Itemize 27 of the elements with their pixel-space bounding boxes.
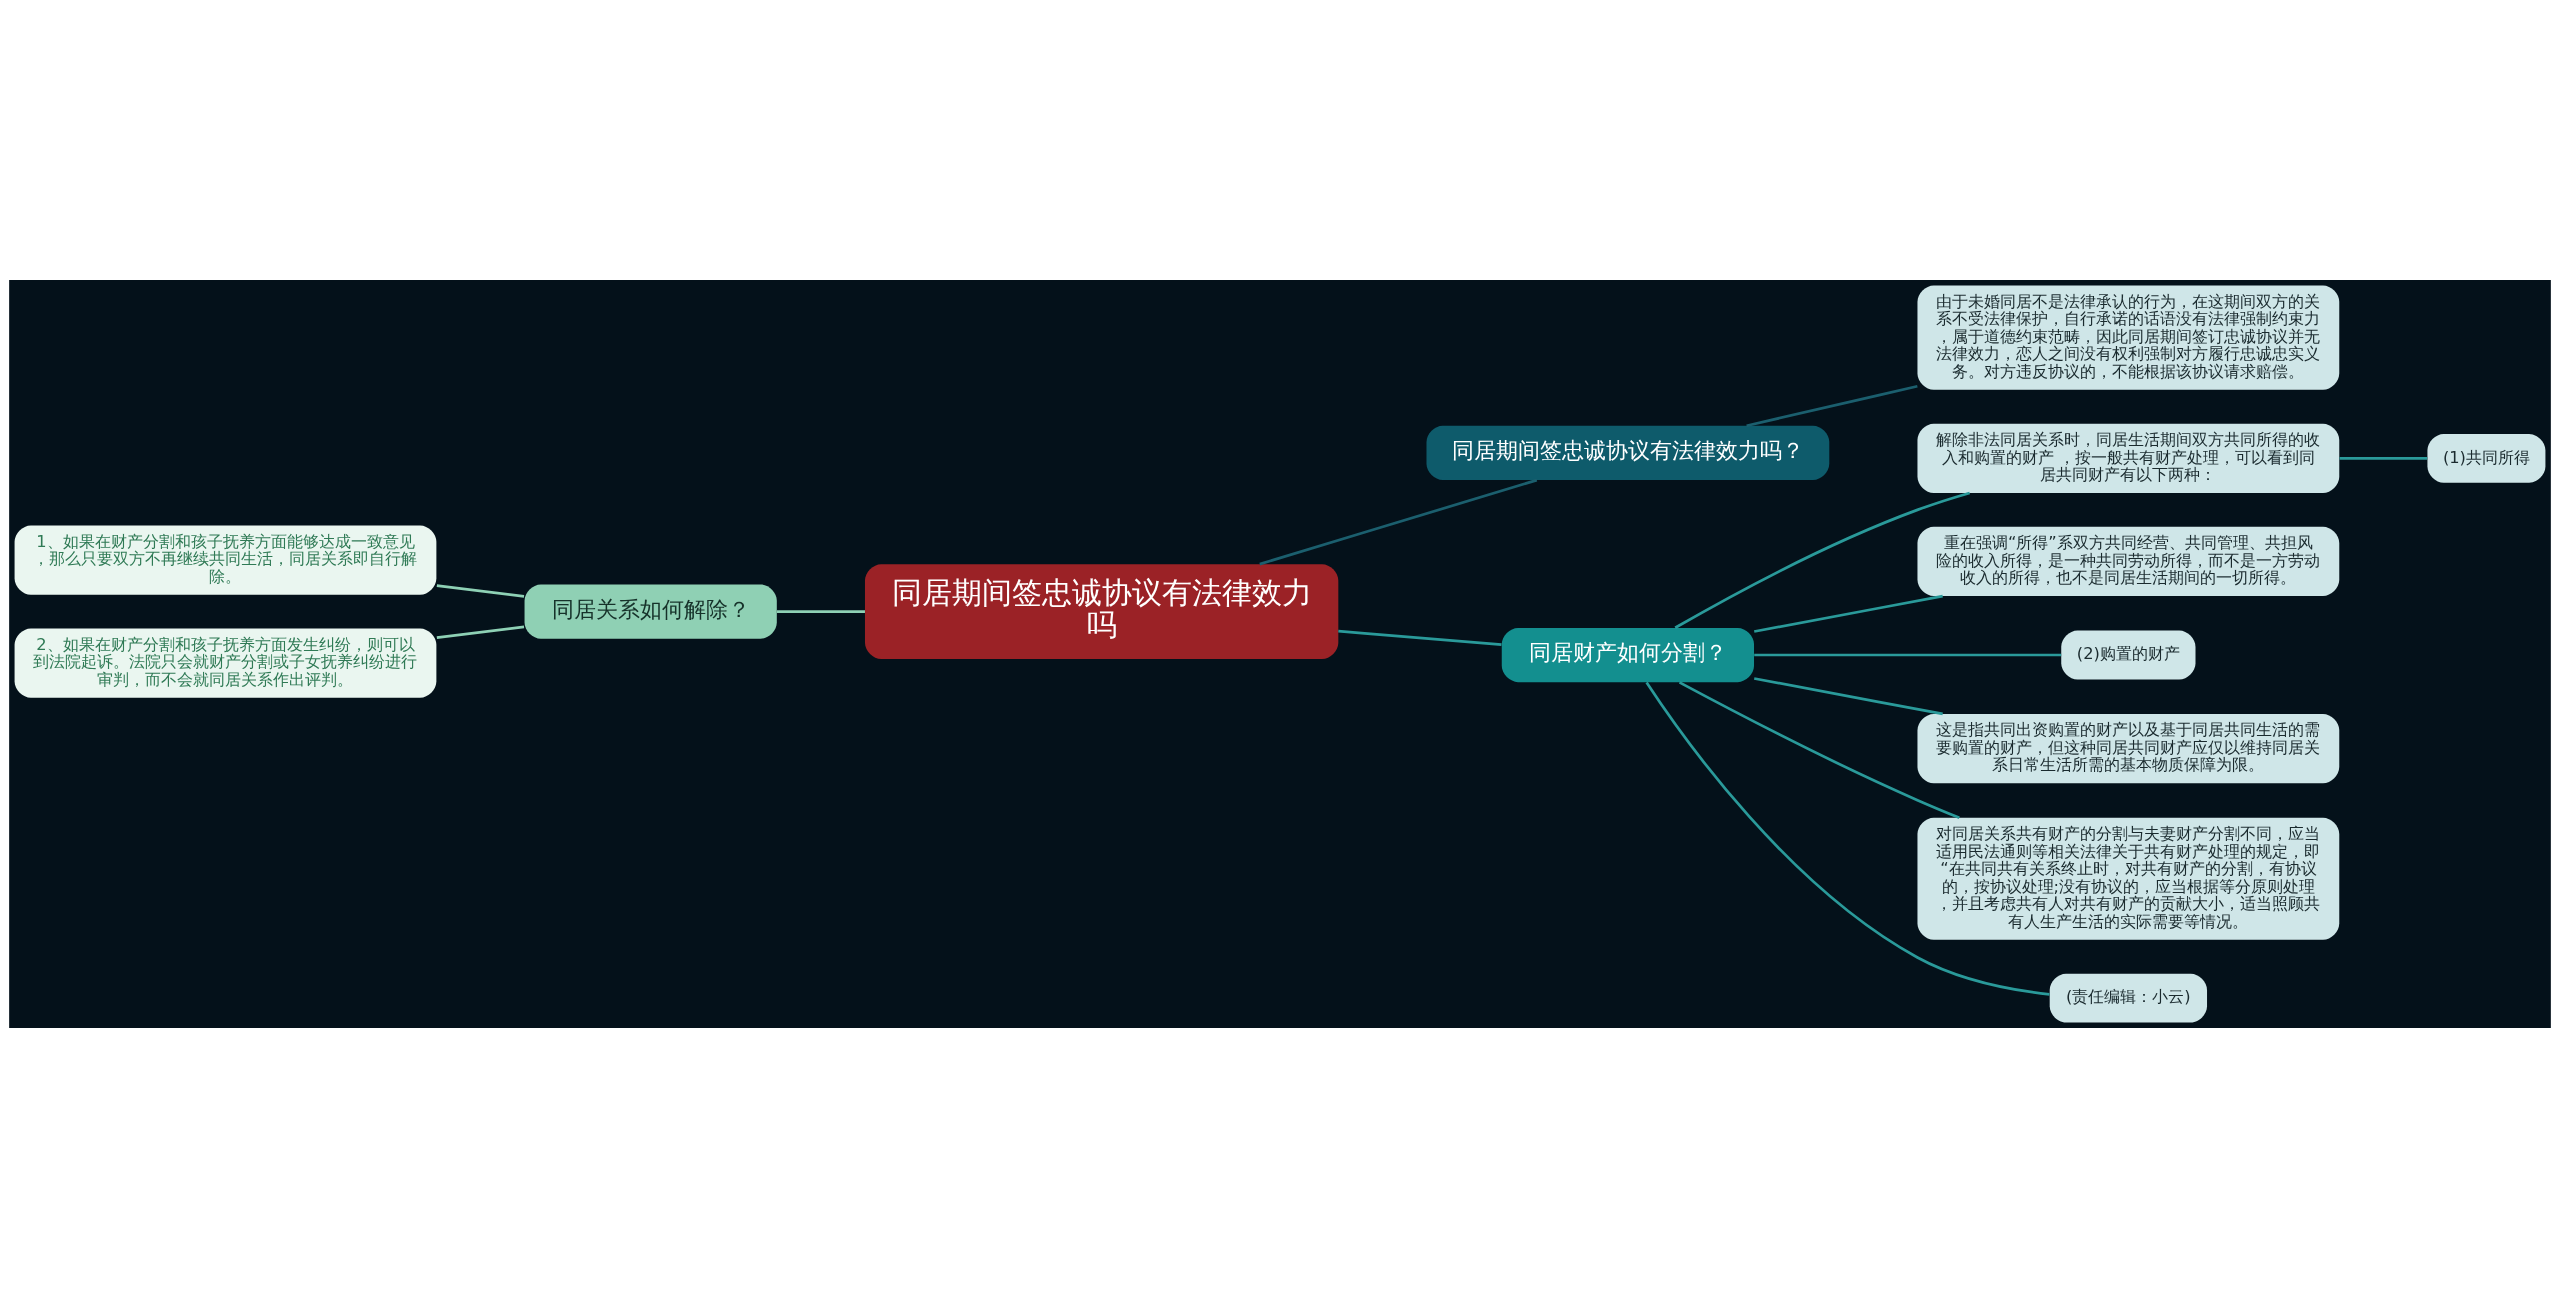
connector — [1674, 491, 1971, 629]
connector — [1678, 680, 1960, 819]
node-box: 1、如果在财产分割和孩子抚养方面能够达成一致意见，那么只要双方不再继续共同生活，同居关系即自行解除。 — [14, 525, 437, 595]
node-box: 对同居关系共有财产的分割与夫妻财产分割不同，应当适用民法通则等相关法律关于共有财产处理的规定，即“在共同共有关系终止时，对共有财产的分割，有协议的，按协议处理;没有协议的，应当根据等分原则处理，并且考虑共有人对共有财产的贡献大小，适当照顾共有人生产生活的实际需要等情况。 — [1917, 817, 2340, 940]
node-box: 解除非法同居关系时，同居生活期间双方共同所得的收入和购置的财产 ，按一般共有财产处理，可以看到同居共同财产有以下两种： — [1917, 423, 2340, 493]
node-box: 同居财产如何分割？ — [1501, 627, 1755, 682]
connector — [2339, 456, 2428, 460]
connector — [1338, 629, 1502, 646]
connector — [776, 609, 865, 613]
node-box: 同居期间签忠诚协议有法律效力吗 — [864, 563, 1339, 659]
connector — [1645, 681, 2050, 996]
connector — [436, 583, 525, 598]
connector — [436, 625, 525, 639]
connector — [1259, 478, 1538, 565]
node-box: (1)共同所得 — [2427, 433, 2546, 483]
node-box: 重在强调“所得”系双方共同经营、共同管理、共担风险的收入所得，是一种共同劳动所得，而不是一方劳动收入的所得，也不是同居生活期间的一切所得。 — [1917, 526, 2340, 596]
node-box: 由于未婚同居不是法律承认的行为，在这期间双方的关系不受法律保护，自行承诺的话语没有法律强制约束力，属于道德约束范畴，因此同居期间签订忠诚协议并无法律效力，恋人之间没有权利强制对方履行忠诚忠实义务。对方违反协议的，不能根据该协议请求赔偿。 — [1917, 284, 2340, 390]
node-box: 同居关系如何解除？ — [524, 584, 777, 639]
node-box: (2)购置的财产 — [2061, 630, 2196, 679]
node-box: (责任编辑：小云) — [2049, 973, 2208, 1023]
connector — [1753, 676, 1943, 715]
connector — [1753, 594, 1943, 633]
node-box: 同居期间签忠诚协议有法律效力吗？ — [1426, 425, 1830, 480]
node-box: 2、如果在财产分割和孩子抚养方面发生纠纷，则可以到法院起诉。法院只会就财产分割或子女抚养纠纷进行审判，而不会就同居关系作出评判。 — [14, 628, 437, 698]
connector — [1754, 653, 2062, 656]
node-box: 这是指共同出资购置的财产以及基于同居共同生活的需要购置的财产，但这种同居共同财产应仅以维持同居关系日常生活所需的基本物质保障为限。 — [1917, 713, 2340, 783]
connector — [1746, 384, 1918, 427]
